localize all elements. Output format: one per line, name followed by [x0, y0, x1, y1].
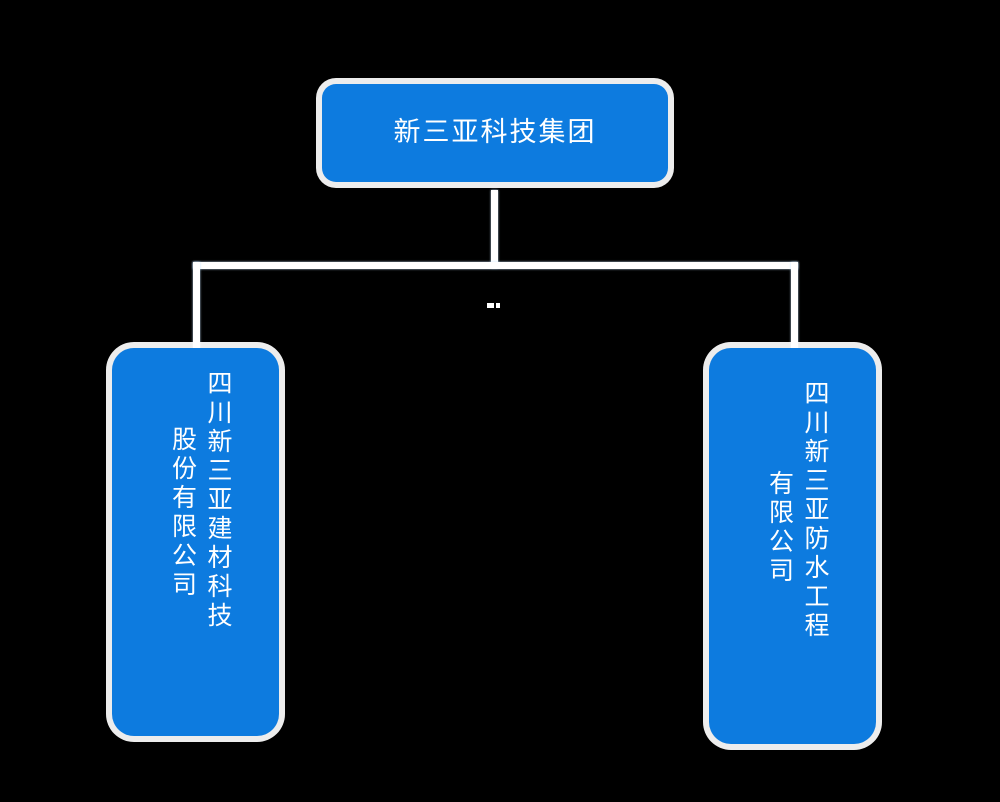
org-node-root[interactable]: 新三亚科技集团 — [322, 84, 668, 182]
speckle-artifact — [496, 303, 500, 308]
org-node-left-label-column-2: 股份有限公司 — [168, 426, 198, 600]
org-node-right[interactable]: 四川新三亚防水工程 有限公司 — [709, 348, 876, 744]
connector-root-trunk — [491, 190, 498, 268]
org-node-left-label-column-1: 四川新三亚建材科技 — [204, 370, 233, 631]
connector-horizontal-bus — [193, 262, 798, 269]
org-node-root-label: 新三亚科技集团 — [393, 116, 597, 148]
org-node-right-label-column-1: 四川新三亚防水工程 — [801, 380, 830, 641]
speckle-artifact — [487, 303, 494, 308]
org-node-left[interactable]: 四川新三亚建材科技 股份有限公司 — [112, 348, 279, 736]
connector-drop-left — [193, 262, 200, 350]
org-node-right-text: 四川新三亚防水工程 有限公司 — [752, 348, 833, 744]
connector-drop-right — [791, 262, 798, 350]
org-node-right-label-column-2: 有限公司 — [765, 470, 795, 586]
org-node-left-text: 四川新三亚建材科技 股份有限公司 — [155, 348, 236, 736]
